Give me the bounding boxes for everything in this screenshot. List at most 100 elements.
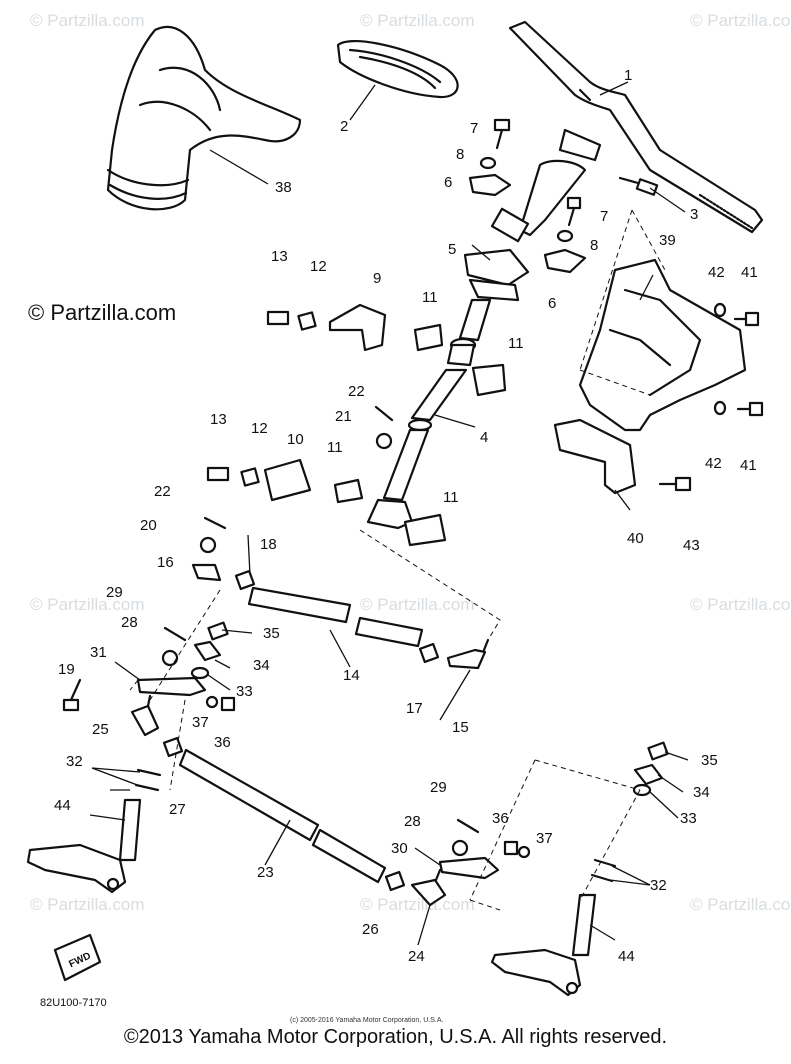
part-12-nut-upper[interactable] bbox=[297, 311, 317, 331]
callout-22: 22 bbox=[154, 483, 171, 500]
part-17-nut[interactable] bbox=[418, 642, 440, 664]
callout-1: 1 bbox=[624, 67, 632, 84]
part-23-tie-rod[interactable] bbox=[178, 748, 387, 884]
callout-38: 38 bbox=[275, 179, 292, 196]
callout-5: 5 bbox=[448, 241, 456, 258]
small-copyright: (c) 2005-2016 Yamaha Motor Corporation, … bbox=[290, 1017, 443, 1024]
part-11-bushing[interactable] bbox=[471, 363, 507, 397]
callout-22: 22 bbox=[348, 383, 365, 400]
part-40-clamp[interactable] bbox=[553, 418, 637, 495]
part-12-nut-lower[interactable] bbox=[240, 467, 260, 487]
callout-32: 32 bbox=[66, 753, 83, 770]
part-29-pin-upper[interactable] bbox=[163, 626, 187, 642]
watermark: © Partzilla.com bbox=[30, 895, 145, 914]
part-34-bracket-upper[interactable] bbox=[193, 640, 222, 662]
callout-12: 12 bbox=[310, 258, 327, 275]
part-3-bolt[interactable] bbox=[618, 176, 659, 196]
part-28-nut-lower[interactable] bbox=[451, 839, 469, 857]
callout-35: 35 bbox=[263, 625, 280, 642]
part-44-spindle-left[interactable] bbox=[26, 798, 142, 894]
part-32-pin-upper[interactable] bbox=[134, 768, 162, 792]
part-31-arm[interactable] bbox=[136, 676, 207, 697]
callout-20: 20 bbox=[140, 517, 157, 534]
callout-6: 6 bbox=[444, 174, 452, 191]
part-35-nut-upper[interactable] bbox=[207, 621, 229, 641]
part-7-bolt-upper[interactable] bbox=[493, 118, 511, 150]
part-21-nut[interactable] bbox=[375, 432, 393, 450]
leader-lines bbox=[89, 81, 689, 946]
part-26-nut[interactable] bbox=[384, 870, 406, 892]
part-42-washer-lower[interactable] bbox=[713, 400, 727, 416]
diagram-code: 82U100-7170 bbox=[40, 997, 107, 1009]
part-20-nut[interactable] bbox=[199, 536, 217, 554]
part-22-pin-upper[interactable] bbox=[374, 405, 394, 422]
part-30-arm[interactable] bbox=[438, 856, 500, 880]
part-8-washer-right[interactable] bbox=[556, 229, 574, 243]
part-33-washer-lower[interactable] bbox=[632, 783, 652, 797]
callout-3: 3 bbox=[690, 206, 698, 223]
part-6-clamp-upper[interactable] bbox=[468, 173, 512, 197]
part-35-nut-lower[interactable] bbox=[647, 741, 669, 761]
fwd-indicator: FWD bbox=[53, 933, 102, 982]
callout-11: 11 bbox=[327, 439, 343, 456]
part-13-bolt-upper[interactable] bbox=[266, 310, 290, 326]
part-13-bolt-lower[interactable] bbox=[206, 466, 230, 482]
part-6-clamp-right[interactable] bbox=[543, 248, 587, 274]
part-36-bolt-upper[interactable] bbox=[220, 696, 236, 712]
callout-39: 39 bbox=[659, 232, 676, 249]
callout-9: 9 bbox=[373, 270, 381, 287]
part-8-washer-upper[interactable] bbox=[479, 156, 497, 170]
watermark: © Partzilla.com bbox=[360, 11, 475, 30]
callout-13: 13 bbox=[210, 411, 227, 428]
part-39-bracket[interactable] bbox=[578, 258, 747, 432]
part-18-nut[interactable] bbox=[234, 569, 256, 591]
part-19-bolt[interactable] bbox=[62, 678, 82, 712]
callout-29: 29 bbox=[106, 584, 123, 601]
part-9-bracket[interactable] bbox=[328, 303, 387, 352]
part-11-bushing[interactable] bbox=[333, 478, 364, 504]
part-14-tie-rod[interactable] bbox=[247, 586, 424, 648]
part-44-spindle-right[interactable] bbox=[490, 893, 597, 997]
part-27-nut[interactable] bbox=[162, 736, 184, 758]
callout-29: 29 bbox=[430, 779, 447, 796]
part-10-bracket[interactable] bbox=[263, 458, 312, 502]
part-28-nut-upper[interactable] bbox=[161, 649, 179, 667]
part-5-clamp[interactable] bbox=[463, 248, 530, 302]
part-41-bolt-lower[interactable] bbox=[736, 401, 764, 417]
watermark: © Partzilla.com bbox=[360, 895, 475, 914]
part-29-pin-lower[interactable] bbox=[456, 818, 480, 834]
part-36-bolt-lower[interactable] bbox=[503, 840, 519, 856]
callout-17: 17 bbox=[406, 700, 423, 717]
part-4-steering-column[interactable] bbox=[366, 298, 492, 530]
watermark: © Partzilla.com bbox=[690, 595, 791, 614]
part-41-bolt-upper[interactable] bbox=[733, 311, 760, 327]
part-7-bolt-right[interactable] bbox=[566, 196, 582, 227]
part-16-rod-end[interactable] bbox=[191, 563, 222, 582]
part-34-bracket-lower[interactable] bbox=[633, 763, 664, 786]
callout-37: 37 bbox=[192, 714, 209, 731]
part-22-pin-lower[interactable] bbox=[203, 516, 227, 530]
callout-21: 21 bbox=[335, 408, 352, 425]
part-11-bushing[interactable] bbox=[403, 513, 447, 547]
part-33-washer-upper[interactable] bbox=[190, 666, 210, 680]
part-2-pad[interactable] bbox=[336, 39, 459, 99]
callout-2: 2 bbox=[340, 118, 348, 135]
callout-28: 28 bbox=[121, 614, 138, 631]
part-37-washer-lower[interactable] bbox=[517, 845, 531, 859]
callout-41: 41 bbox=[741, 264, 758, 281]
part-15-rod-end[interactable] bbox=[446, 638, 490, 670]
part-11-bushing[interactable] bbox=[413, 323, 444, 352]
watermarks: © Partzilla.com © Partzilla.com © Partzi… bbox=[28, 11, 791, 914]
part-37-washer-upper[interactable] bbox=[205, 695, 219, 709]
part-32-pin-lower[interactable] bbox=[590, 858, 617, 883]
callout-13: 13 bbox=[271, 248, 288, 265]
part-24-rod-end[interactable] bbox=[410, 868, 447, 907]
callout-10: 10 bbox=[287, 431, 304, 448]
callout-19: 19 bbox=[58, 661, 75, 678]
part-43-bolt[interactable] bbox=[658, 476, 692, 492]
part-25-rod-end[interactable] bbox=[130, 694, 160, 737]
part-1-handlebar[interactable] bbox=[490, 20, 764, 243]
part-42-washer-upper[interactable] bbox=[713, 302, 727, 318]
part-38-pad-cover[interactable] bbox=[106, 25, 302, 211]
